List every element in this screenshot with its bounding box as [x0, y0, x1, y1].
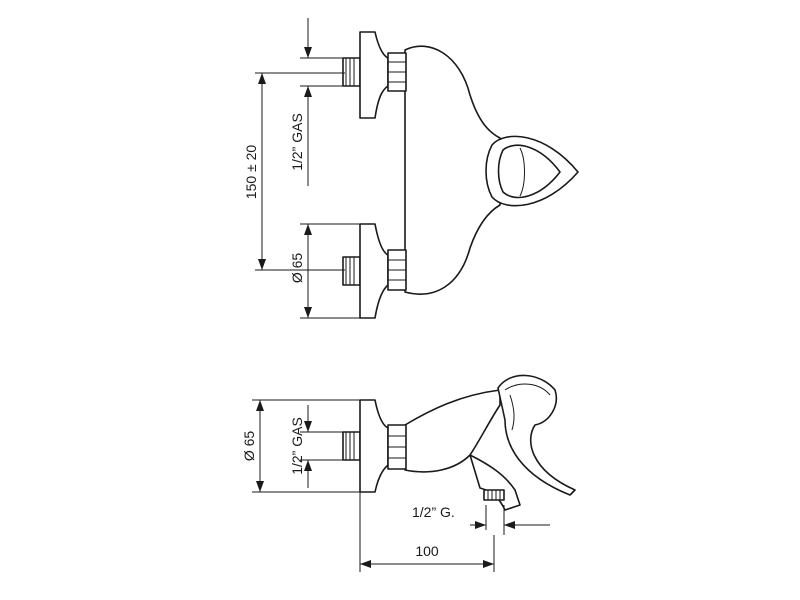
dim-label-rosette-side: Ø 65 — [241, 431, 257, 462]
dimension-thread-side: 1/2” GAS — [289, 405, 345, 488]
dim-label-rosette-top: Ø 65 — [289, 253, 305, 284]
dimension-thread-top: 1/2” GAS — [289, 18, 345, 186]
dimension-projection: 100 — [359, 492, 495, 572]
side-lever — [497, 374, 576, 496]
dimension-rosette-side: Ø 65 — [241, 399, 362, 493]
dimension-center-distance: 150 ± 20 — [243, 72, 345, 271]
dim-label-center-distance: 150 ± 20 — [243, 145, 259, 200]
lever-handle — [485, 135, 579, 207]
side-connector — [342, 399, 407, 493]
dim-label-outlet: 1/2” G. — [412, 504, 455, 520]
dimension-rosette-top: Ø 65 — [289, 223, 362, 319]
dimension-outlet: 1/2” G. — [412, 504, 550, 535]
lever-handle-inner — [497, 144, 561, 199]
dim-label-thread-top: 1/2” GAS — [289, 113, 305, 171]
dim-label-thread-side: 1/2” GAS — [289, 417, 305, 475]
upper-connector — [342, 31, 407, 119]
side-view: Ø 65 1/2” GAS 1/2” G. — [241, 374, 576, 572]
spout — [469, 454, 521, 511]
side-body — [404, 389, 501, 473]
outlet-thread — [483, 489, 505, 501]
top-view: 150 ± 20 1/2” GAS Ø 65 — [243, 18, 579, 319]
lower-connector — [342, 223, 407, 319]
dim-label-projection: 100 — [415, 543, 439, 559]
